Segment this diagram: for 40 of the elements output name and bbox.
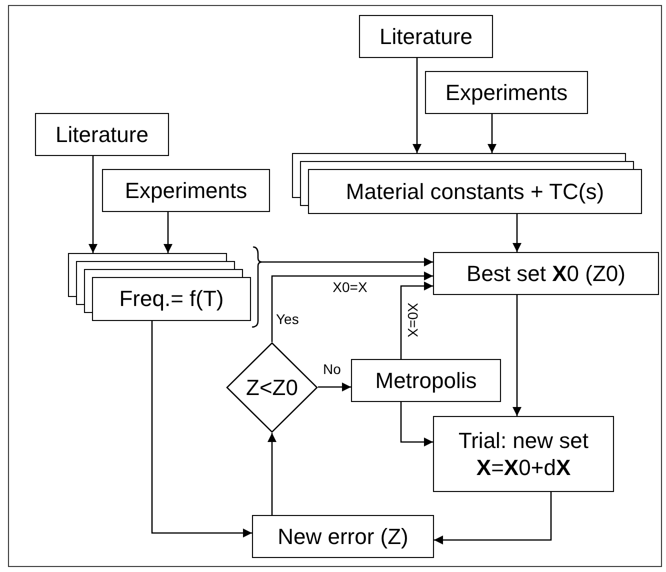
arrow bbox=[268, 433, 276, 515]
node-text: Literature bbox=[56, 120, 148, 148]
process-box bbox=[252, 515, 434, 558]
arrow bbox=[412, 58, 422, 153]
node-text: Experiments bbox=[445, 78, 568, 106]
arrow bbox=[512, 214, 522, 252]
arrow bbox=[488, 114, 496, 153]
edge-label: No bbox=[323, 362, 341, 376]
node-text: Z<Z0 bbox=[246, 375, 298, 400]
edge-label: X0=X bbox=[332, 280, 368, 294]
process-box bbox=[425, 71, 588, 114]
arrow bbox=[271, 272, 433, 342]
decision-diamond bbox=[226, 342, 318, 433]
arrow bbox=[400, 402, 433, 446]
arrow bbox=[164, 212, 172, 253]
process-box bbox=[102, 169, 270, 212]
process-box bbox=[35, 113, 169, 156]
process-box bbox=[351, 359, 501, 402]
arrow bbox=[318, 382, 351, 392]
arrow bbox=[434, 492, 552, 544]
node-text: Trial: new set X=X0+dX bbox=[457, 426, 590, 482]
document-stack bbox=[292, 153, 642, 214]
node-text: New error (Z) bbox=[278, 522, 408, 550]
node-text: Metropolis bbox=[375, 366, 477, 394]
branch-label: Yes bbox=[276, 312, 299, 326]
process-box bbox=[359, 15, 493, 58]
arrow bbox=[400, 282, 433, 359]
edge-label: X0=X bbox=[406, 302, 420, 338]
arrow bbox=[512, 295, 522, 416]
document-stack bbox=[68, 253, 251, 321]
arrow bbox=[151, 321, 252, 538]
arrow bbox=[88, 156, 98, 253]
process-box bbox=[433, 416, 614, 492]
node-text: Experiments bbox=[124, 176, 248, 204]
brace-arrow bbox=[251, 246, 434, 328]
node-text: Freq.= f(T) bbox=[119, 285, 224, 313]
node-text: Best set X0 (Z0) bbox=[466, 260, 626, 288]
process-box bbox=[433, 252, 659, 295]
node-text: Literature bbox=[380, 22, 472, 50]
node-text: Material constants + TC(s) bbox=[346, 178, 604, 206]
